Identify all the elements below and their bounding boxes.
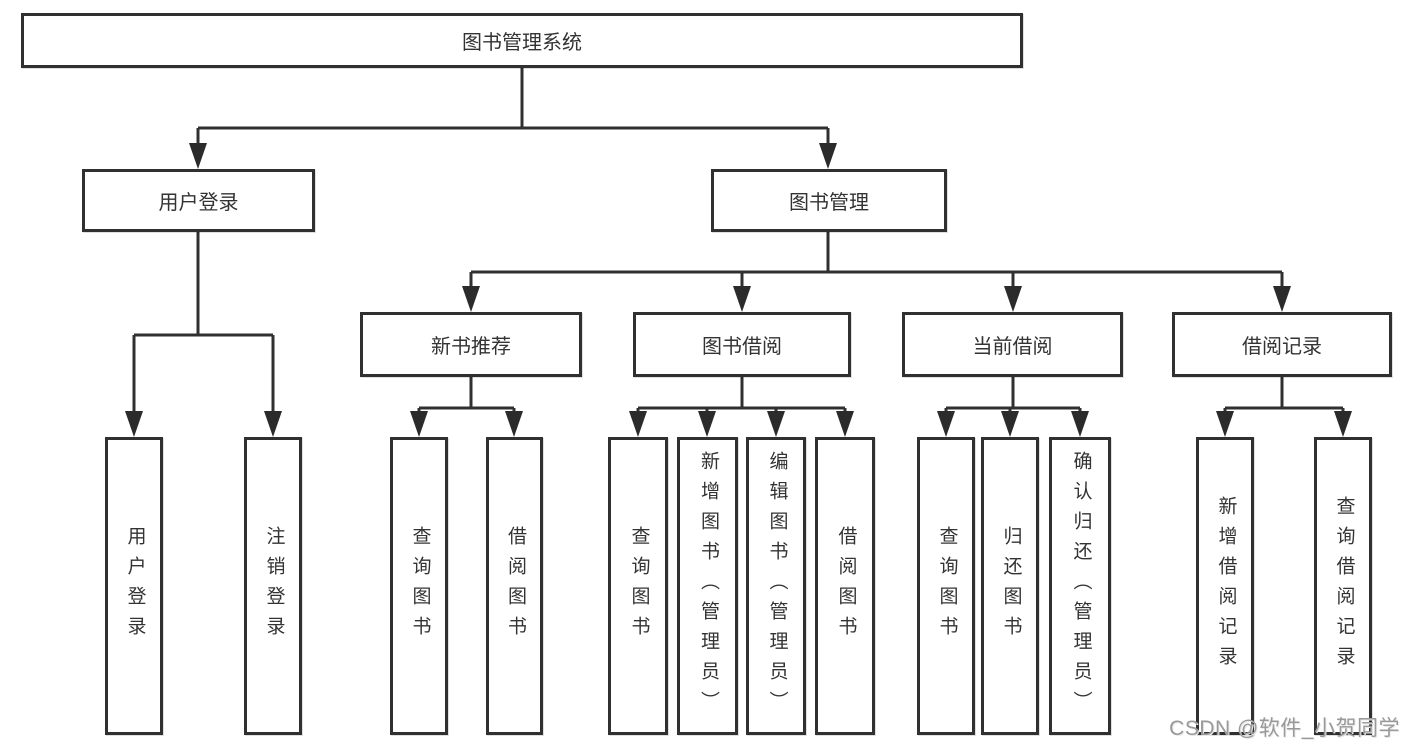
node-new-book-recommend: 新书推荐 <box>360 312 582 377</box>
node-label: 用户登录 <box>158 192 239 214</box>
leaf-logout: 注销登录 <box>244 437 302 735</box>
leaf-add-borrow-record: 新增借阅记录 <box>1196 437 1254 735</box>
leaf-query-borrow-record: 查询借阅记录 <box>1314 437 1372 735</box>
node-book-borrow: 图书借阅 <box>633 312 851 377</box>
leaf-add-book-admin: 新增图书（管理员） <box>677 437 738 735</box>
node-library-system: 图书管理系统 <box>21 13 1023 68</box>
node-label: 借阅图书 <box>504 526 526 646</box>
node-label: 用户登录 <box>124 526 146 646</box>
leaf-borrow-books-recommend: 借阅图书 <box>486 437 543 735</box>
node-label: 新增借阅记录 <box>1215 496 1237 676</box>
node-label: 注销登录 <box>263 526 285 646</box>
node-user-login: 用户登录 <box>82 169 315 232</box>
node-label: 查询图书 <box>936 526 958 646</box>
node-label: 新书推荐 <box>431 336 511 358</box>
node-label: 查询图书 <box>628 526 650 646</box>
node-label: 新增图书（管理员） <box>697 451 719 721</box>
node-label: 图书管理系统 <box>462 32 582 54</box>
node-borrow-records: 借阅记录 <box>1172 312 1392 377</box>
leaf-edit-book-admin: 编辑图书（管理员） <box>746 437 806 735</box>
leaf-return-books: 归还图书 <box>981 437 1039 735</box>
node-current-borrow: 当前借阅 <box>902 312 1123 377</box>
node-label: 查询借阅记录 <box>1333 496 1355 676</box>
leaf-borrow-books: 借阅图书 <box>815 437 875 735</box>
node-label: 编辑图书（管理员） <box>766 451 788 721</box>
node-label: 图书借阅 <box>702 336 782 358</box>
leaf-query-books-recommend: 查询图书 <box>390 437 448 735</box>
node-label: 归还图书 <box>1000 526 1022 646</box>
node-book-management: 图书管理 <box>711 169 947 232</box>
node-label: 图书管理 <box>789 192 869 214</box>
csdn-watermark: CSDN @软件_小贺同学 <box>1169 717 1400 740</box>
leaf-query-books-borrow: 查询图书 <box>608 437 668 735</box>
leaf-query-books-current: 查询图书 <box>917 437 975 735</box>
leaf-user-login: 用户登录 <box>105 437 163 735</box>
node-label: 确认归还（管理员） <box>1070 451 1092 721</box>
leaf-confirm-return-admin: 确认归还（管理员） <box>1049 437 1111 735</box>
node-label: 查询图书 <box>409 526 431 646</box>
node-label: 借阅记录 <box>1242 336 1322 358</box>
node-label: 借阅图书 <box>835 526 857 646</box>
node-label: 当前借阅 <box>972 336 1053 358</box>
